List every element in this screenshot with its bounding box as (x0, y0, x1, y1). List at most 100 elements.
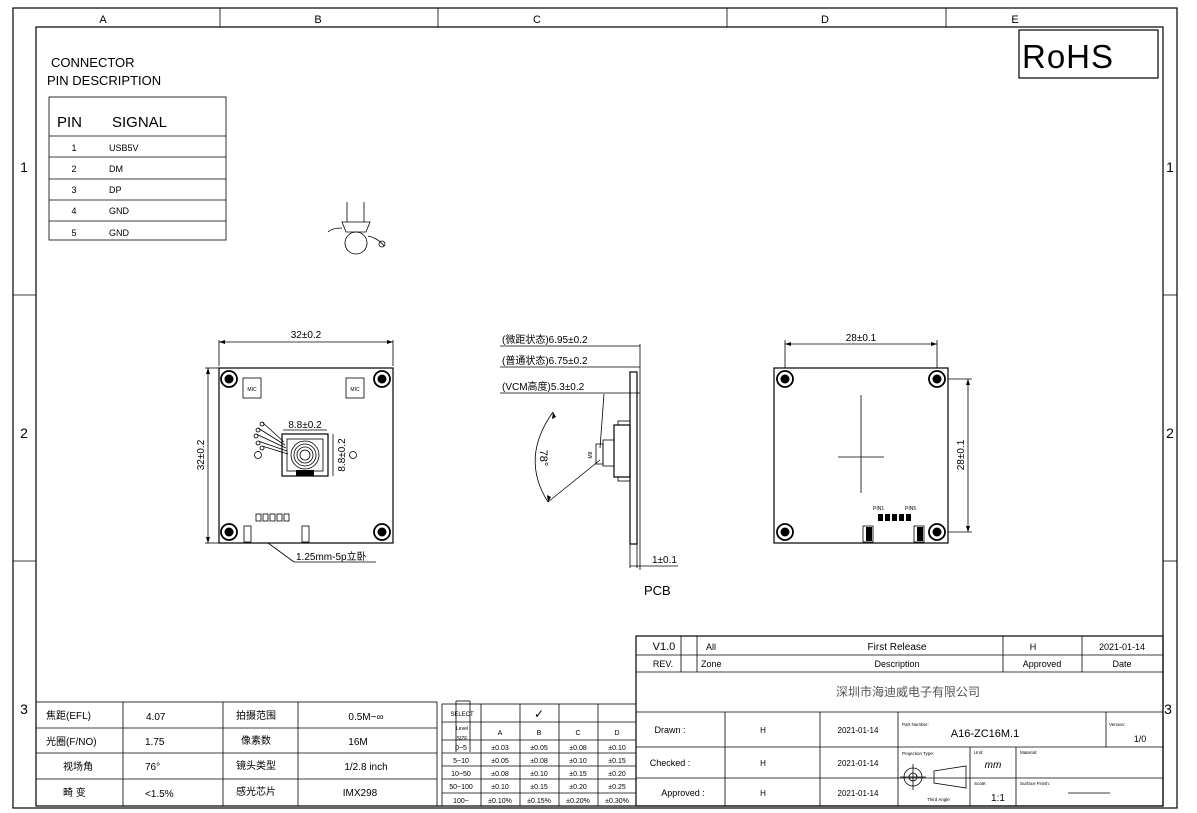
tolerance-cell: ±0.08 (491, 771, 509, 778)
pin-signal: DM (109, 164, 123, 174)
tolerance-column-header: C (575, 730, 580, 737)
row-label: 3 (1164, 701, 1172, 717)
tolerance-column-header: B (537, 730, 542, 737)
tolerance-cell: ±0.05 (491, 758, 509, 765)
tolerance-cell: ±0.05 (530, 745, 548, 752)
tolerance-cell: ±0.15 (608, 758, 626, 765)
approved-date: 2021-01-14 (838, 789, 879, 798)
tolerance-column-header: D (614, 730, 619, 737)
height-dimension: 32±0.2 (196, 439, 207, 470)
tolerance-cell: ±0.08 (569, 745, 587, 752)
tolerance-cell: ±0.15 (530, 784, 548, 791)
rohs-mark: RoHS (1018, 29, 1159, 79)
lens-width-dimension: 8.8±0.2 (288, 420, 322, 431)
row-label: 1 (20, 159, 28, 175)
frame-column-labels: A B C D E (99, 14, 1018, 26)
approved-label: Approved : (661, 788, 705, 798)
checked-date: 2021-01-14 (838, 759, 879, 768)
spec-key: 视场角 (63, 760, 93, 773)
vcm-height-dimension: (VCM高度)5.3±0.2 (502, 380, 585, 393)
connector-callout: 1.25mm-5p立卧 (296, 550, 367, 563)
drawn-date: 2021-01-14 (838, 726, 879, 735)
revision-number: V1.0 (653, 641, 676, 653)
width-dimension: 32±0.2 (291, 330, 322, 341)
tolerance-size: 5~10 (453, 758, 469, 765)
pin5-label: PIN5 (905, 506, 916, 512)
tolerance-column-header: A (498, 730, 503, 737)
spec-value: 16M (348, 737, 367, 748)
row-label: 2 (1166, 425, 1174, 441)
spec-key: 镜头类型 (236, 759, 276, 772)
pin-number: 4 (71, 206, 76, 216)
normal-height-dimension: (普通状态)6.75±0.2 (502, 354, 588, 367)
tolerance-cell: ±0.10 (491, 784, 509, 791)
spec-value: 0.5M~∞ (348, 712, 383, 723)
drawing-frame (12, 7, 1178, 809)
revision-approved: H (1030, 642, 1037, 652)
pin-signal: DP (109, 185, 122, 195)
projection-note: Third Angle (927, 797, 950, 802)
spec-value: IMX298 (343, 788, 378, 799)
tolerance-cell: ±0.10 (608, 745, 626, 752)
checked-by: H (760, 759, 766, 768)
part-number: A16-ZC16M.1 (951, 728, 1019, 740)
tolerance-table: SELECT Level SIZE ✓ A B C D 0~5 ±0.03 ±0… (441, 700, 637, 807)
mic-label: MIC (350, 387, 360, 393)
column-label: D (821, 14, 829, 26)
column-label: B (314, 14, 321, 26)
lens-side-label: M8 (588, 451, 594, 458)
signal-header: SIGNAL (112, 114, 167, 131)
pin1-label: PIN1 (873, 506, 884, 512)
spec-value: 4.07 (146, 712, 166, 723)
rev-header: REV. (653, 659, 673, 669)
tolerance-cell: ±0.10% (488, 798, 512, 805)
specs-table: 焦距(EFL) 4.07 拍摄范围 0.5M~∞ 光圈(F/NO) 1.75 像… (35, 701, 438, 807)
revision-date: 2021-01-14 (1099, 642, 1145, 652)
back-view: 28±0.1 28±0.1 PIN1 PIN5 (773, 333, 972, 544)
pin-number: 1 (71, 143, 76, 153)
part-number-label: Part Number: (902, 722, 929, 727)
back-width-dimension: 28±0.1 (846, 333, 877, 344)
tolerance-cell: ±0.20 (608, 771, 626, 778)
spec-key: 畸 变 (63, 786, 86, 799)
tolerance-cell: ±0.10 (569, 758, 587, 765)
approved-header: Approved (1023, 659, 1062, 669)
pcb-label: PCB (644, 583, 671, 598)
spec-value: 1/2.8 inch (344, 762, 387, 773)
tolerance-cell: ±0.10 (530, 771, 548, 778)
spec-key: 光圈(F/NO) (46, 735, 97, 748)
pcb-thickness-dimension: 1±0.1 (652, 555, 677, 566)
column-label: A (99, 14, 107, 26)
drawn-label: Drawn : (654, 725, 685, 735)
row-label: 2 (20, 425, 28, 441)
macro-height-dimension: (微距状态)6.95±0.2 (502, 333, 588, 346)
checked-label: Checked : (650, 758, 691, 768)
drawn-by: H (760, 726, 766, 735)
date-header: Date (1112, 659, 1131, 669)
spec-value: <1.5% (145, 789, 174, 800)
frame-row-labels: 1 2 3 1 2 3 (20, 159, 1174, 717)
tolerance-size: 0~5 (455, 745, 467, 752)
spec-key: 感光芯片 (236, 785, 276, 798)
pin-signal: GND (109, 206, 130, 216)
connector-pin-table: CONNECTOR PIN DESCRIPTION PIN SIGNAL 1 U… (47, 55, 227, 241)
approved-by: H (760, 789, 766, 798)
surface-finish-label: Surface Finish: (1020, 781, 1050, 786)
unit-value: mm (985, 760, 1002, 771)
pin-signal: GND (109, 228, 130, 238)
row-label: 3 (20, 701, 28, 717)
column-label: E (1011, 14, 1018, 26)
projection-label: Projection Type: (902, 751, 934, 756)
version-value: 1/0 (1134, 734, 1147, 744)
tolerance-corner-size: SIZE (456, 736, 468, 742)
tolerance-cell: ±0.30% (605, 798, 629, 805)
pin-header: PIN (57, 114, 82, 131)
pin-number: 5 (71, 228, 76, 238)
view-angle-label: 78° (537, 450, 549, 467)
spec-key: 拍摄范围 (236, 709, 276, 722)
spec-key: 焦距(EFL) (46, 709, 91, 722)
material-label: Material: (1020, 750, 1037, 755)
revision-zone: All (706, 642, 716, 652)
tolerance-size: 100~ (453, 798, 469, 805)
tolerance-cell: ±0.15 (569, 771, 587, 778)
